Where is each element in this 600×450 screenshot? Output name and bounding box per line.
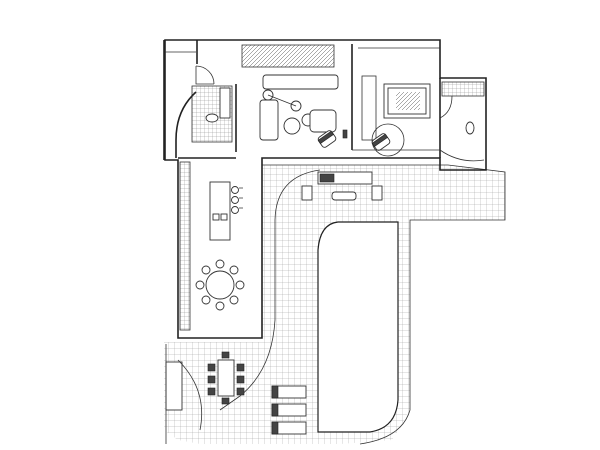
kitchen-island (209, 181, 231, 241)
bathroom-right (439, 81, 485, 162)
bar-stools (231, 186, 243, 214)
terrace-lounge (301, 171, 383, 201)
kitchen (179, 161, 243, 331)
armchair (317, 130, 337, 148)
outdoor-dining (165, 351, 245, 431)
bathroom-left (191, 85, 233, 143)
sun-loungers (271, 385, 307, 435)
living-sofa-side (259, 99, 279, 141)
living-room (259, 74, 348, 148)
outdoor-table (217, 359, 235, 397)
curved-facade-left (175, 91, 197, 158)
bedroom (352, 75, 440, 157)
outdoor-chairs (207, 351, 245, 405)
site-boundary (163, 40, 167, 444)
living-sofa (262, 74, 339, 90)
entry (195, 65, 215, 85)
terrace-walkway (219, 169, 321, 411)
stair (241, 44, 335, 68)
dining-chairs (195, 259, 245, 311)
dining-table (205, 270, 235, 300)
pool (317, 221, 399, 433)
dining-room (195, 259, 245, 311)
armchair (371, 133, 391, 151)
